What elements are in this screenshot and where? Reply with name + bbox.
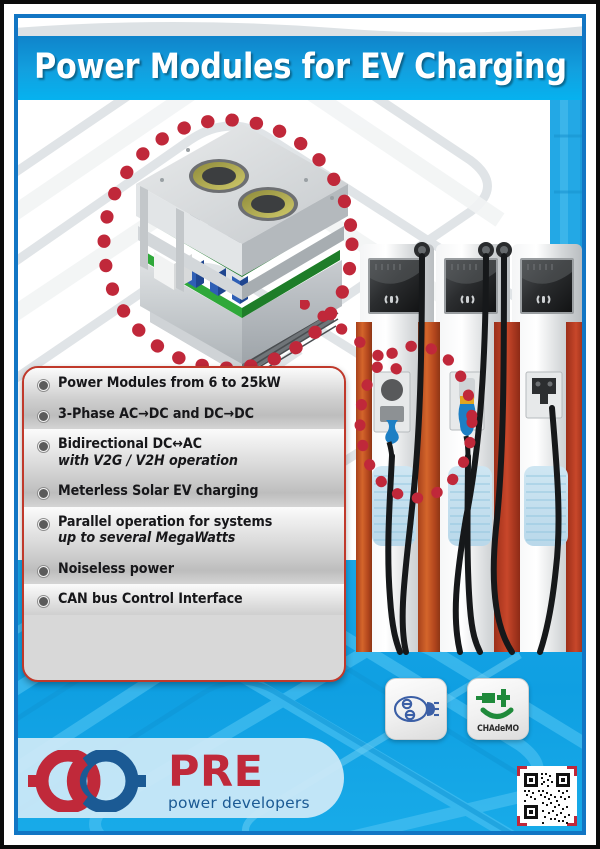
chademo-icon [476, 689, 514, 719]
brand-text: PRE power developers [168, 746, 310, 812]
qr-code[interactable] [517, 766, 577, 826]
chademo-label: CHAdeMO [477, 724, 519, 734]
callout-connector-dots [300, 300, 418, 386]
feature-text-sub: up to several MegaWatts [58, 530, 236, 546]
feature-text-main: Bidirectional DC↔AC [58, 436, 202, 452]
bullet-icon [38, 596, 49, 607]
page-title: Power Modules for EV Charging [33, 47, 567, 87]
feature-text: CAN bus Control Interface [58, 591, 243, 607]
brand-name: PRE [168, 746, 264, 797]
feature-row: CAN bus Control Interface [24, 584, 344, 615]
feature-text-sub: with V2G / V2H operation [58, 452, 238, 469]
feature-row: Meterless Solar EV charging [24, 476, 344, 507]
bullet-icon [38, 488, 49, 499]
power-module-image [136, 124, 348, 376]
feature-text: Power Modules from 6 to 25kW [58, 375, 281, 391]
bullet-icon [38, 518, 49, 530]
interlocking-rings-logo-icon [28, 750, 146, 812]
bullet-icon [38, 410, 49, 422]
bullet-icon [38, 441, 49, 452]
feature-row: Power Modules from 6 to 25kW [24, 368, 344, 399]
feature-text: 3-Phase AC→DC and DC→DC [58, 405, 254, 422]
bullet-icon [38, 565, 49, 577]
bullet-icon [38, 380, 49, 391]
feature-text: Noiseless power [58, 560, 174, 577]
brand-tagline: power developers [168, 793, 310, 812]
header-banner: Power Modules for EV Charging [14, 34, 586, 100]
features-panel: Power Modules from 6 to 25kW 3-Phase AC→… [22, 366, 346, 682]
feature-text: Meterless Solar EV charging [58, 483, 259, 499]
ccs-plug-icon [393, 695, 439, 723]
dotted-circle-callout-charger [354, 340, 478, 504]
feature-row: Bidirectional DC↔AC with V2G / V2H opera… [24, 429, 344, 476]
feature-row: 3-Phase AC→DC and DC→DC [24, 398, 344, 429]
feature-row: Parallel operation for systems up to sev… [24, 506, 344, 554]
feature-text: Bidirectional DC↔AC with V2G / V2H opera… [58, 436, 238, 469]
ev-charging-stations-image [356, 242, 586, 655]
feature-text: Parallel operation for systems up to sev… [58, 514, 272, 547]
badge-chademo: CHAdeMO [467, 678, 529, 740]
feature-text-main: Parallel operation for systems [58, 513, 273, 530]
brand-logo: PRE power developers [28, 748, 328, 814]
dotted-circle-callout-module [97, 113, 359, 375]
feature-row: Noiseless power [24, 553, 344, 584]
connector-badges: CHAdeMO [385, 678, 545, 742]
badge-ccs-plug [385, 678, 447, 740]
header-swoosh-decoration [14, 14, 586, 36]
